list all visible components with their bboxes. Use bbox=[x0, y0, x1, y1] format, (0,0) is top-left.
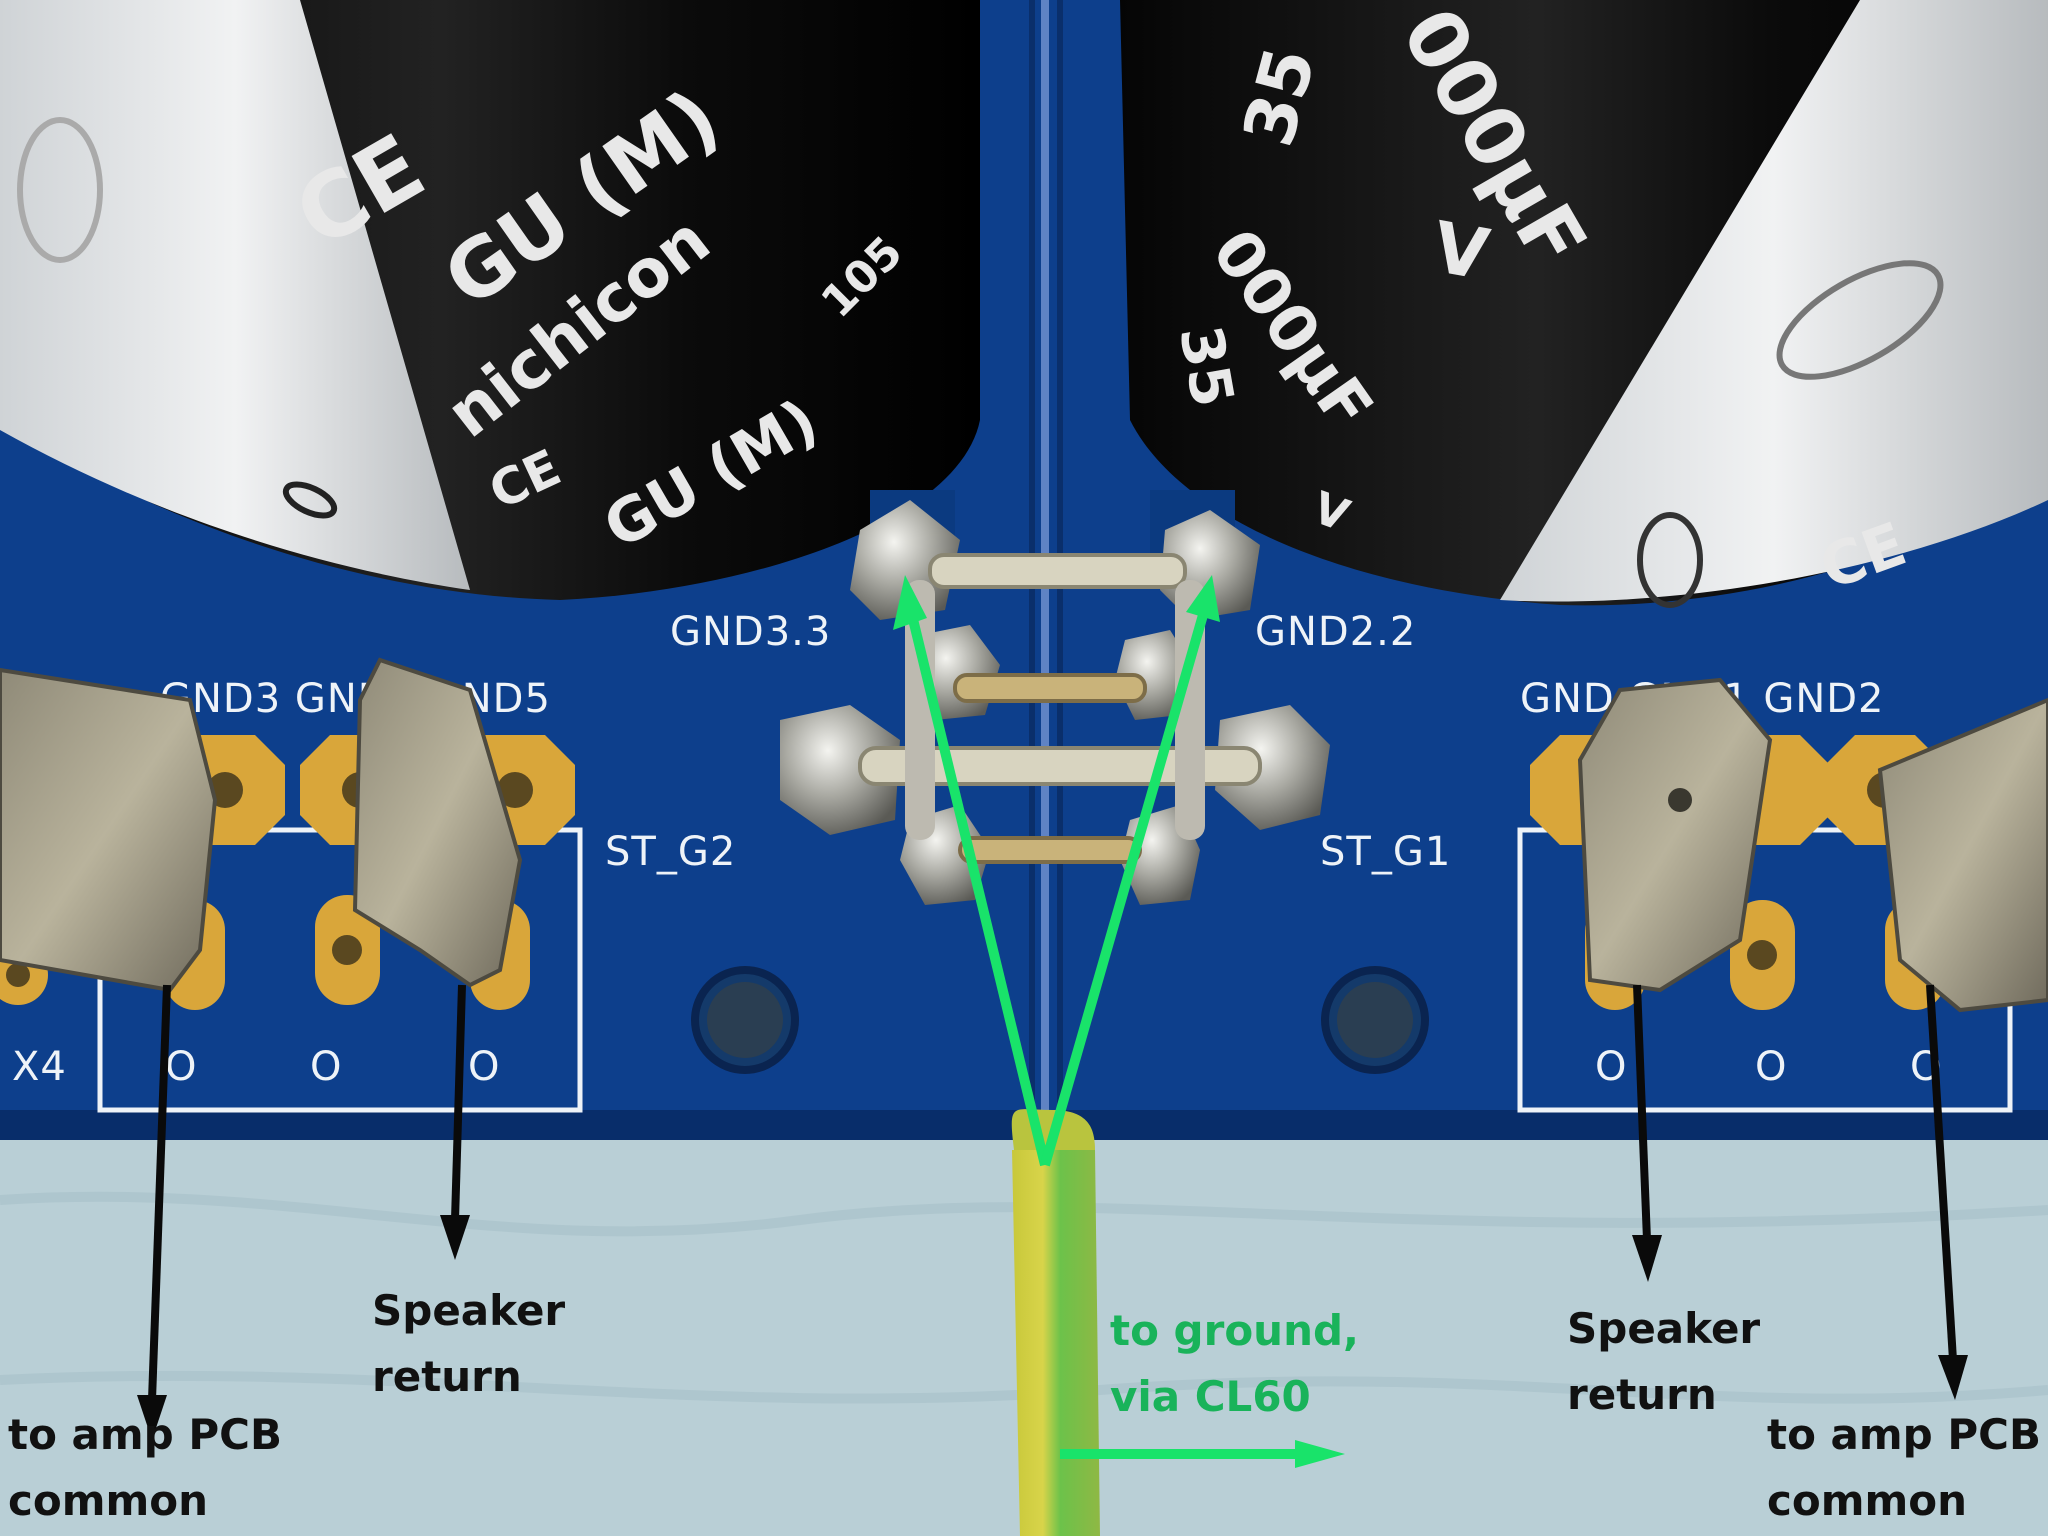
black-arrow-left-speaker bbox=[440, 984, 470, 1260]
silk-ring-2: O bbox=[310, 1044, 342, 1090]
silk-st-g1: ST_G1 bbox=[1320, 829, 1451, 875]
capacitor-right bbox=[1120, 0, 2048, 608]
ground-star-joint bbox=[780, 500, 1330, 905]
silk-gnd-left-row: GND3 GND4 GND5 bbox=[160, 676, 551, 722]
spade-terminal-left-2 bbox=[352, 657, 523, 988]
silk-st-g2: ST_G2 bbox=[605, 829, 736, 875]
silk-gnd22: GND2.2 bbox=[1255, 609, 1416, 655]
cap-right-print-5: 35 bbox=[1166, 321, 1247, 412]
label-ground-via-cl60: to ground, via CL60 bbox=[1110, 1306, 1360, 1421]
silk-ring-5: O bbox=[1755, 1044, 1787, 1090]
green-arrow-right-joint bbox=[1040, 575, 1220, 1167]
earth-wire bbox=[1012, 1150, 1100, 1536]
label-right-speaker-return: Speaker return bbox=[1567, 1304, 1761, 1419]
silk-ring-4: O bbox=[1595, 1044, 1627, 1090]
silk-x4: X4 bbox=[12, 1044, 67, 1090]
label-left-amp-common: to amp PCB common bbox=[8, 1410, 282, 1525]
silk-gnd33: GND3.3 bbox=[670, 609, 831, 655]
capacitor-right-sleeve bbox=[1500, 0, 2048, 602]
label-right-amp-common: to amp PCB common bbox=[1767, 1410, 2041, 1525]
black-arrow-left-common bbox=[137, 984, 171, 1440]
black-arrow-right-speaker bbox=[1632, 984, 1662, 1282]
silk-ring-3: O bbox=[468, 1044, 500, 1090]
label-left-speaker-return: Speaker return bbox=[372, 1286, 566, 1401]
spade-terminal-right-2 bbox=[1877, 697, 2048, 1013]
capacitor-left-sleeve bbox=[0, 0, 470, 590]
green-arrow-left-joint bbox=[893, 575, 1050, 1167]
green-arrow-ground bbox=[1060, 1440, 1345, 1468]
silk-ring-1: O bbox=[165, 1044, 197, 1090]
spade-terminal-right-1 bbox=[1577, 677, 1773, 993]
spade-terminal-left-1 bbox=[0, 667, 218, 993]
black-arrow-right-common bbox=[1926, 984, 1968, 1400]
capacitor-left bbox=[0, 0, 980, 600]
